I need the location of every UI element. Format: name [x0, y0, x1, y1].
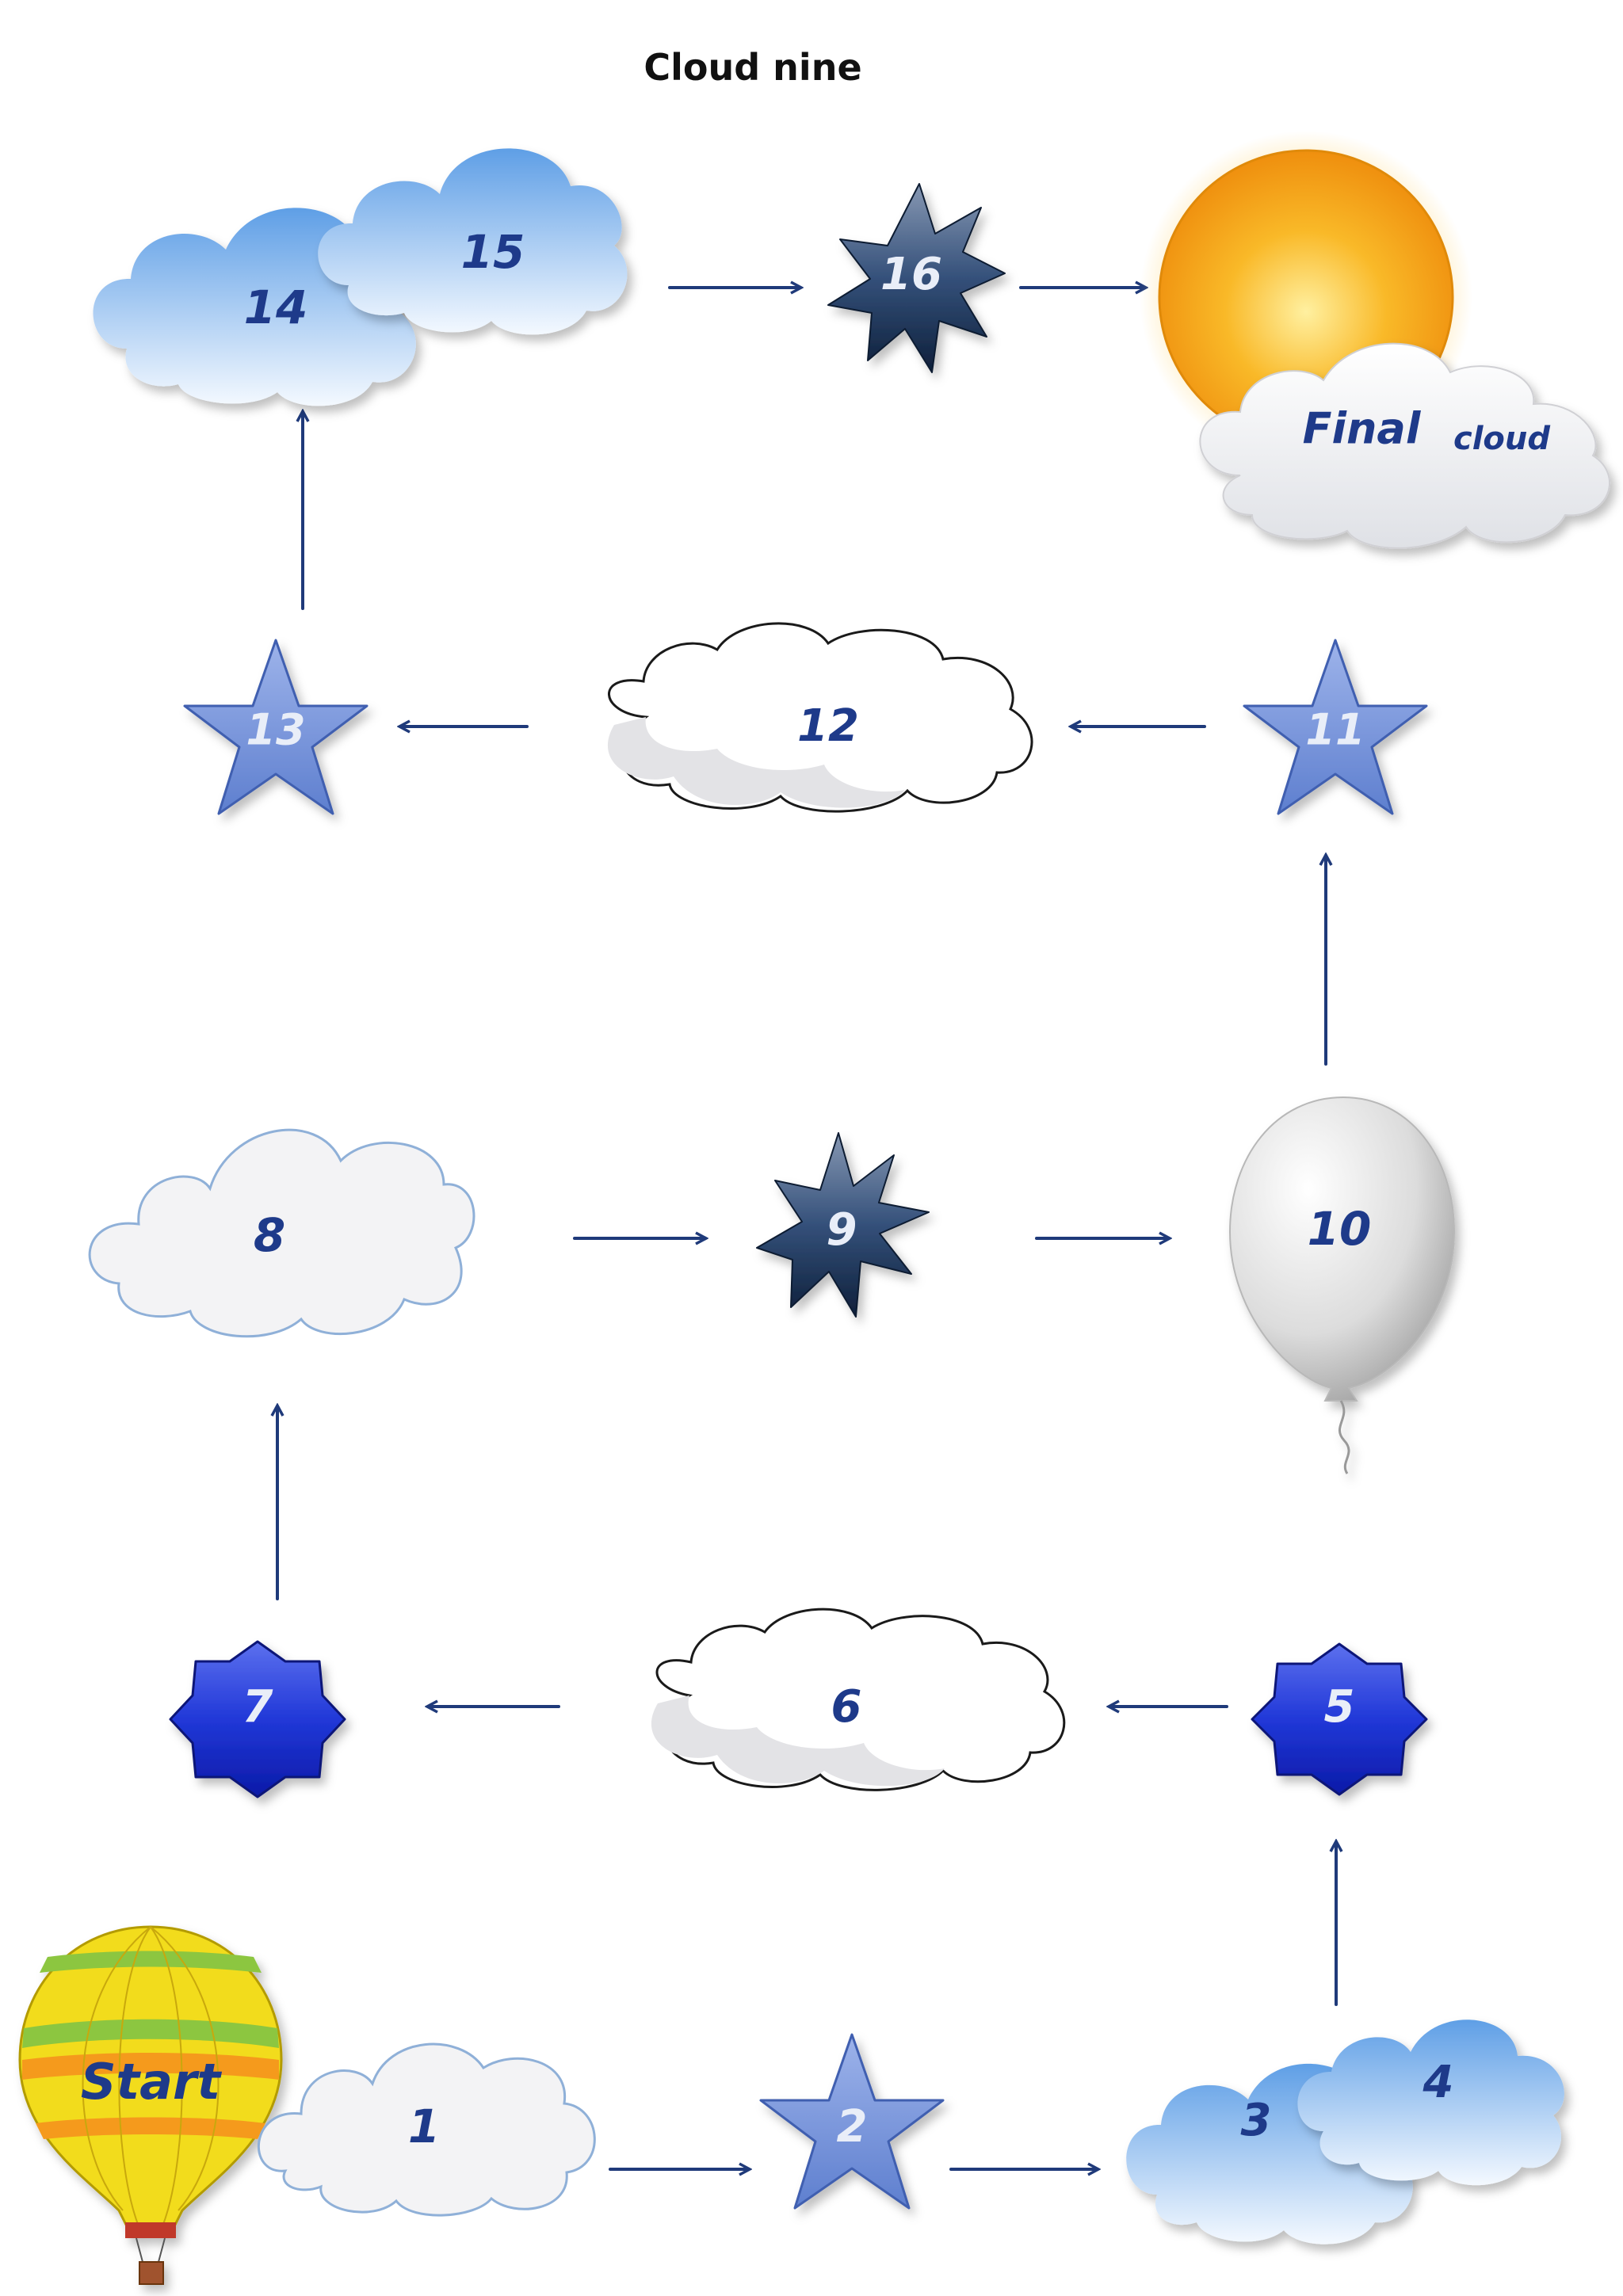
space-7-label: 7: [242, 1681, 273, 1733]
space-16-label: 16: [880, 249, 942, 300]
space-3-label: 3: [1241, 2095, 1272, 2146]
burst-star-icon: [756, 1132, 930, 1318]
space-6[interactable]: 6: [651, 1608, 1066, 1791]
space-10-label: 10: [1308, 1202, 1372, 1256]
space-11-label: 11: [1305, 705, 1365, 755]
space-9-label: 9: [827, 1204, 857, 1256]
space-15[interactable]: 15: [318, 148, 628, 335]
hot-air-balloon-icon: [18, 1925, 283, 2285]
final-label-word2: cloud: [1453, 421, 1550, 457]
space-1[interactable]: 1: [257, 2042, 596, 2217]
page-title: Cloud nine: [643, 46, 862, 89]
space-16[interactable]: 16: [827, 183, 1006, 373]
cloud-icon: [88, 1128, 475, 1338]
burst-star-icon: [827, 183, 1006, 373]
space-6-label: 6: [831, 1681, 862, 1733]
space-4-label: 4: [1423, 2057, 1454, 2108]
space-12-label: 12: [797, 700, 859, 752]
path-arrows: [277, 288, 1336, 2169]
badge-icon: [1251, 1642, 1428, 1796]
balloon-icon: [1228, 1096, 1456, 1474]
badge-icon: [169, 1640, 346, 1798]
space-5[interactable]: 5: [1251, 1642, 1428, 1796]
space-4[interactable]: 4: [1297, 2019, 1564, 2186]
space-14-label: 14: [244, 280, 308, 334]
star-icon: [1243, 639, 1428, 815]
cloud-icon: [1199, 342, 1610, 549]
space-13[interactable]: 13: [183, 639, 369, 815]
space-12[interactable]: 12: [607, 622, 1033, 813]
cloud-icon: [257, 2042, 596, 2217]
space-2-label: 2: [837, 2101, 868, 2153]
space-7[interactable]: 7: [169, 1640, 346, 1798]
space-15-label: 15: [461, 225, 525, 279]
space-2[interactable]: 2: [759, 2033, 945, 2210]
cloud-icon: [318, 148, 628, 335]
space-10[interactable]: 10: [1228, 1096, 1456, 1474]
space-1-label: 1: [408, 2100, 440, 2153]
space-11[interactable]: 11: [1243, 639, 1428, 815]
start-label: Start: [81, 2053, 223, 2111]
space-13-label: 13: [246, 705, 305, 755]
space-9[interactable]: 9: [756, 1132, 930, 1318]
cloud-icon: [1297, 2019, 1564, 2186]
space-final[interactable]: Final cloud: [1140, 131, 1610, 549]
space-8[interactable]: 8: [88, 1128, 475, 1338]
star-icon: [759, 2033, 945, 2210]
space-5-label: 5: [1324, 1681, 1355, 1733]
star-icon: [183, 639, 369, 815]
space-start[interactable]: Start: [18, 1925, 283, 2285]
space-8-label: 8: [254, 1208, 285, 1262]
final-label-word1: Final: [1303, 404, 1422, 454]
